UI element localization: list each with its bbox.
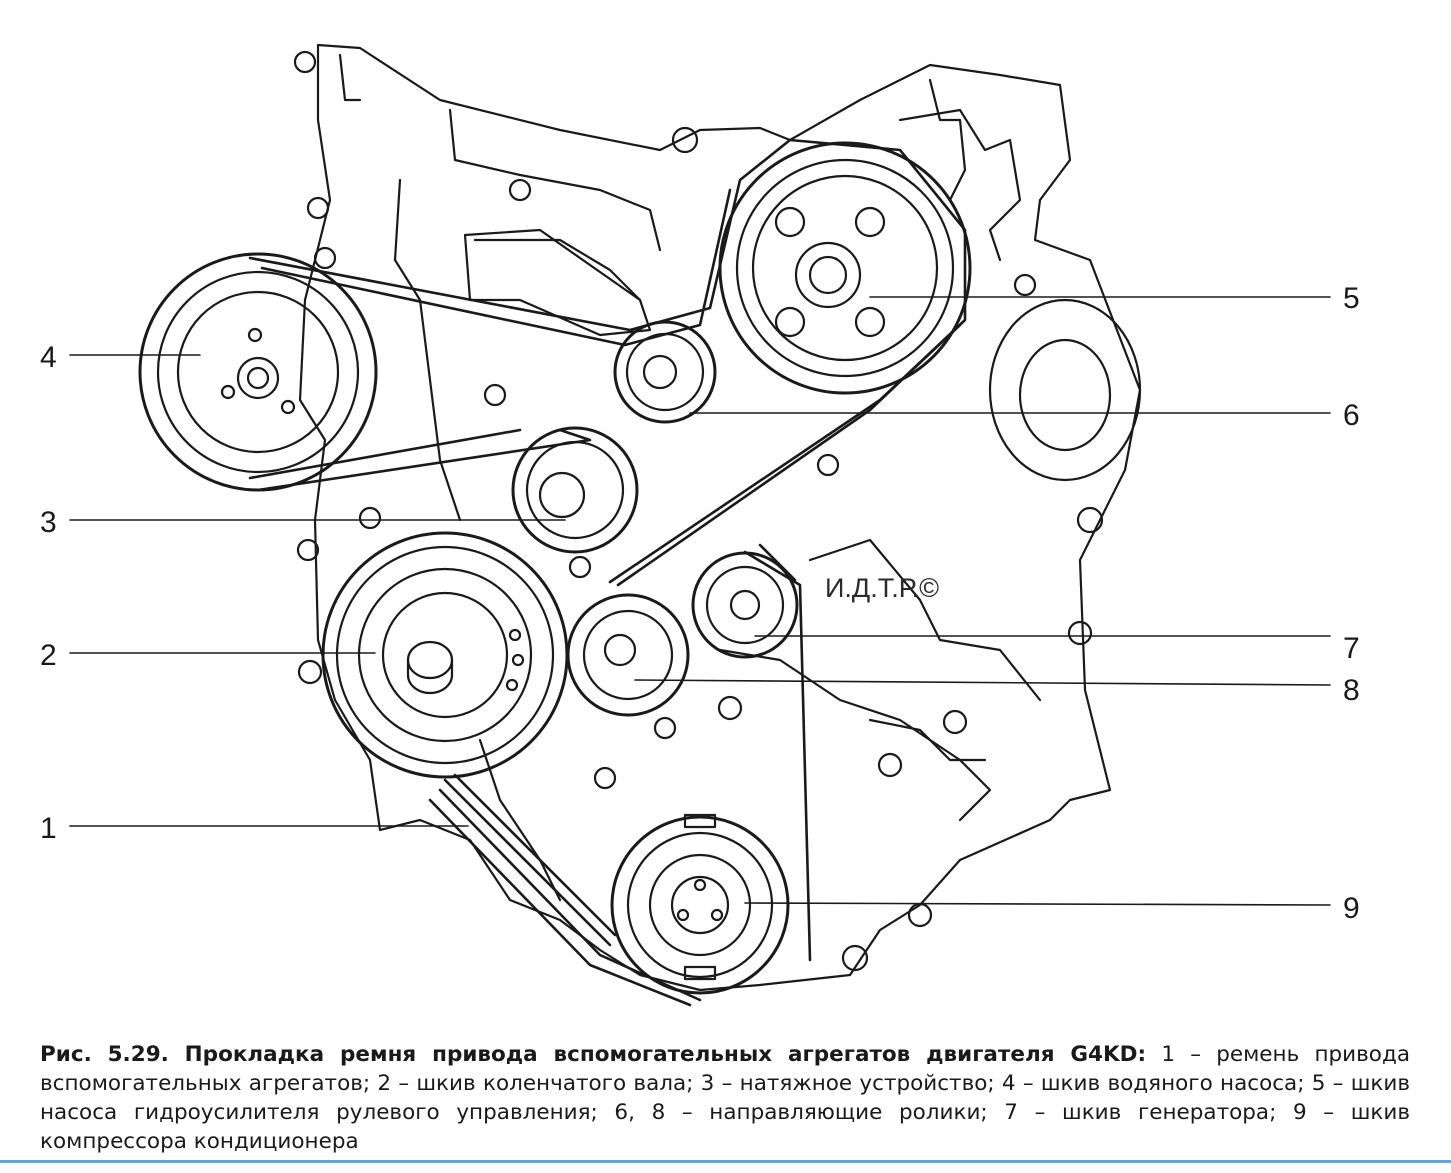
leader-lines [69, 296, 1331, 906]
block-detail-lower2 [808, 538, 1042, 702]
bolt [877, 752, 903, 778]
belt-routing-diagram: 1 2 3 4 5 6 7 8 9 И.Д.Т.Р.© [40, 43, 1360, 1007]
bolt [942, 709, 968, 735]
callout-1: 1 [40, 812, 57, 845]
round-cover-outer [988, 298, 1142, 482]
bolt [483, 383, 507, 407]
bolt [296, 538, 320, 562]
callout-2: 2 [40, 639, 57, 672]
bolt [358, 506, 382, 530]
bolt [671, 126, 699, 154]
round-cover-hole1 [1076, 506, 1104, 534]
block-detail-lower3 [478, 738, 562, 902]
bolts [293, 50, 1093, 972]
bolt [1067, 620, 1093, 646]
pulley-water-pump [138, 252, 378, 492]
block-detail-bracket2 [473, 238, 642, 302]
bolt [568, 555, 592, 579]
figure-caption: Рис. 5.29. Прокладка ремня привода вспом… [40, 1040, 1410, 1156]
round-cover-hole2 [1013, 273, 1037, 297]
callout-9: 9 [1343, 892, 1360, 925]
block-detail-top [338, 53, 662, 252]
leader-line-8 [634, 679, 1331, 686]
pulley-alternator [691, 551, 799, 659]
watermark: И.Д.Т.Р.© [825, 573, 939, 603]
block-detail-right2 [928, 78, 967, 202]
pulley-idler-upper [613, 320, 717, 424]
pulley-idler-lower [566, 593, 690, 717]
caption-label: Рис. 5.29. Прокладка ремня привода вспом… [40, 1042, 1147, 1067]
block-detail-lower4 [868, 718, 987, 762]
pulley-power-steering [718, 141, 972, 395]
block-detail-lower [718, 648, 992, 822]
caption-text: 1 – ремень привода вспомогательных агрег… [40, 1042, 1410, 1154]
bottom-rule [0, 1160, 1451, 1163]
block-detail-right [898, 108, 1022, 262]
bolt [841, 944, 869, 972]
drive-belt [248, 138, 967, 1007]
bolt [508, 178, 532, 202]
pulley-tensioner [511, 426, 639, 554]
callout-7: 7 [1343, 632, 1360, 665]
pulley-crankshaft [321, 531, 569, 779]
engine-block-outline [298, 43, 1142, 992]
bolt [593, 766, 617, 790]
bolt [717, 695, 743, 721]
bolt [907, 902, 933, 928]
bolt [313, 246, 337, 270]
callout-8: 8 [1343, 674, 1360, 707]
bolt [653, 716, 677, 740]
block-detail-left [393, 178, 462, 522]
round-cover-inner [1018, 338, 1112, 452]
bolt [297, 659, 323, 685]
bolt [816, 453, 840, 477]
bolt [306, 196, 330, 220]
callout-5: 5 [1343, 282, 1360, 315]
callout-3: 3 [40, 506, 57, 539]
callout-4: 4 [40, 341, 57, 374]
bolt [293, 50, 317, 74]
callout-6: 6 [1343, 399, 1360, 432]
pulley-ac-compressor [610, 813, 790, 995]
leader-line-9 [744, 902, 1331, 906]
